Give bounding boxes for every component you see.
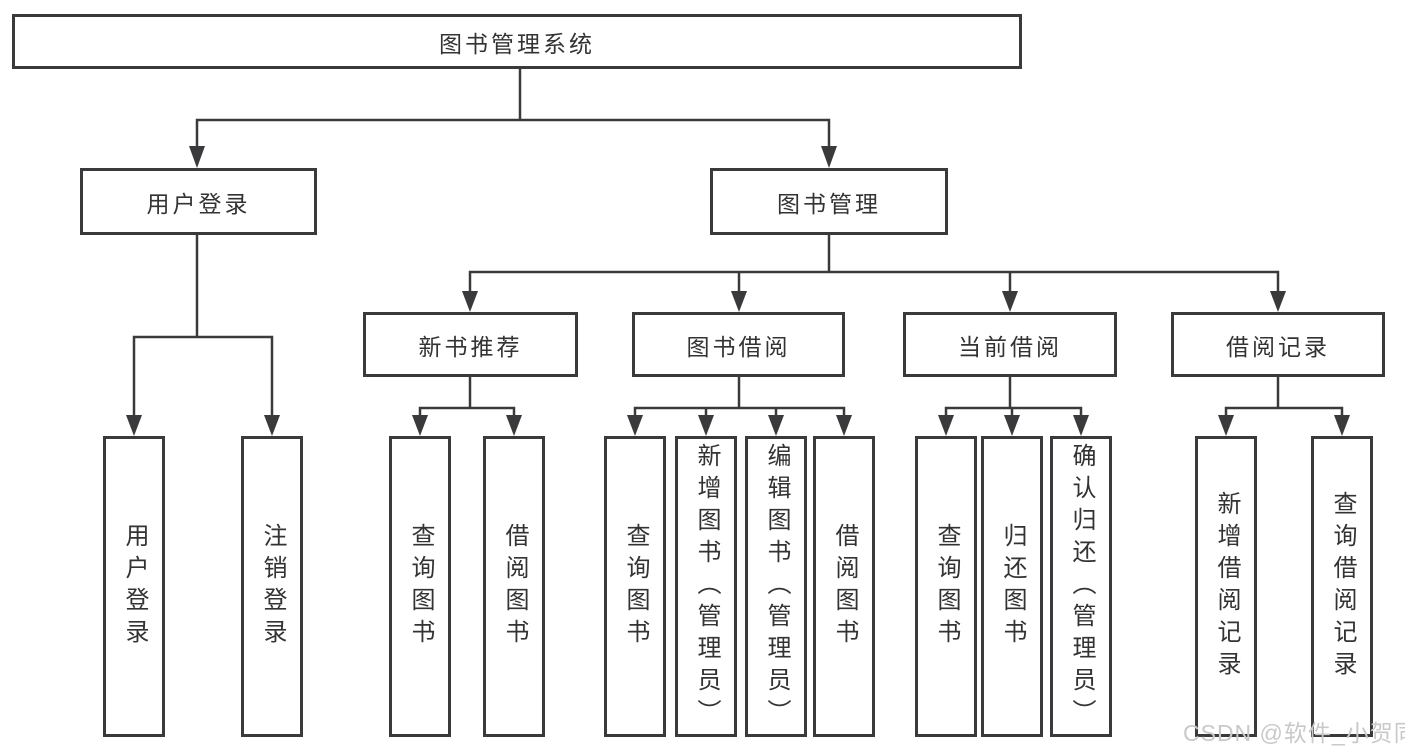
connector-userlogin-rail	[132, 335, 274, 416]
leaf-add-borrow-record: 新增借阅记录	[1195, 436, 1257, 737]
leaf-return-books: 归还图书	[981, 436, 1043, 737]
leaf-logout-label: 注销登录	[259, 522, 286, 651]
arrowhead	[731, 291, 747, 312]
arrowhead	[1270, 291, 1286, 312]
leaf-label: 查询图书	[407, 522, 434, 651]
arrowhead	[836, 415, 852, 436]
node-user-login-label: 用户登录	[146, 190, 251, 217]
leaf-query-borrow-record: 查询借阅记录	[1311, 436, 1373, 737]
leaf-user-login: 用户登录	[103, 436, 165, 737]
arrowhead	[821, 146, 837, 168]
connector-bookmgmt-rail	[468, 270, 1280, 292]
arrowhead	[506, 415, 522, 436]
leaf-label: 确认归还（管理员）	[1068, 442, 1095, 731]
csdn-watermark: CSDN @软件_小贺同学	[1183, 720, 1405, 746]
leaf-user-login-label: 用户登录	[121, 522, 148, 651]
node-new-book-recommend: 新书推荐	[363, 312, 578, 377]
node-root: 图书管理系统	[12, 14, 1022, 69]
node-book-borrowing: 图书借阅	[632, 312, 845, 377]
arrowhead	[1073, 415, 1089, 436]
leaf-add-books-admin: 新增图书（管理员）	[675, 436, 737, 737]
arrowhead	[1218, 415, 1234, 436]
node-borrowing-records: 借阅记录	[1171, 312, 1385, 377]
leaf-label: 查询图书	[622, 522, 649, 651]
leaf-label: 新增借阅记录	[1213, 490, 1240, 683]
node-current-borrowing-label: 当前借阅	[958, 333, 1062, 360]
leaf-logout: 注销登录	[241, 436, 303, 737]
leaf-query-books-current: 查询图书	[915, 436, 977, 737]
node-new-book-recommend-label: 新书推荐	[418, 333, 523, 360]
arrowhead	[462, 291, 478, 312]
arrowhead	[698, 415, 714, 436]
connector-group4-rail	[1224, 406, 1344, 417]
arrowhead	[1334, 415, 1350, 436]
leaf-borrow-books-recommend: 借阅图书	[483, 436, 545, 737]
node-root-label: 图书管理系统	[439, 30, 595, 57]
leaf-label: 查询图书	[933, 522, 960, 651]
leaf-query-books-borrowing: 查询图书	[604, 436, 666, 737]
arrowhead	[938, 415, 954, 436]
connector-root-rail	[195, 118, 831, 147]
arrowhead	[189, 146, 205, 168]
node-borrowing-records-label: 借阅记录	[1226, 333, 1330, 360]
node-book-borrowing-label: 图书借阅	[686, 333, 791, 360]
leaf-confirm-return-admin: 确认归还（管理员）	[1050, 436, 1112, 737]
connector-group2-rail	[633, 406, 846, 417]
node-book-management: 图书管理	[710, 168, 948, 235]
arrowhead	[627, 415, 643, 436]
node-current-borrowing: 当前借阅	[903, 312, 1117, 377]
arrowhead	[1004, 415, 1020, 436]
leaf-edit-books-admin: 编辑图书（管理员）	[745, 436, 807, 737]
leaf-label: 查询借阅记录	[1329, 490, 1356, 683]
leaf-label: 借阅图书	[831, 522, 858, 651]
arrowhead	[264, 415, 280, 436]
leaf-label: 借阅图书	[501, 522, 528, 651]
arrowhead	[1002, 291, 1018, 312]
node-book-management-label: 图书管理	[777, 190, 881, 217]
arrowhead	[126, 415, 142, 436]
arrowhead	[768, 415, 784, 436]
connector-group3-rail	[944, 406, 1083, 417]
leaf-label: 新增图书（管理员）	[693, 442, 720, 731]
leaf-label: 编辑图书（管理员）	[763, 442, 790, 731]
leaf-borrow-books: 借阅图书	[813, 436, 875, 737]
leaf-label: 归还图书	[999, 522, 1026, 651]
node-user-login: 用户登录	[80, 168, 317, 235]
leaf-query-books-recommend: 查询图书	[389, 436, 451, 737]
connector-group1-rail	[418, 406, 516, 417]
arrowhead	[412, 415, 428, 436]
